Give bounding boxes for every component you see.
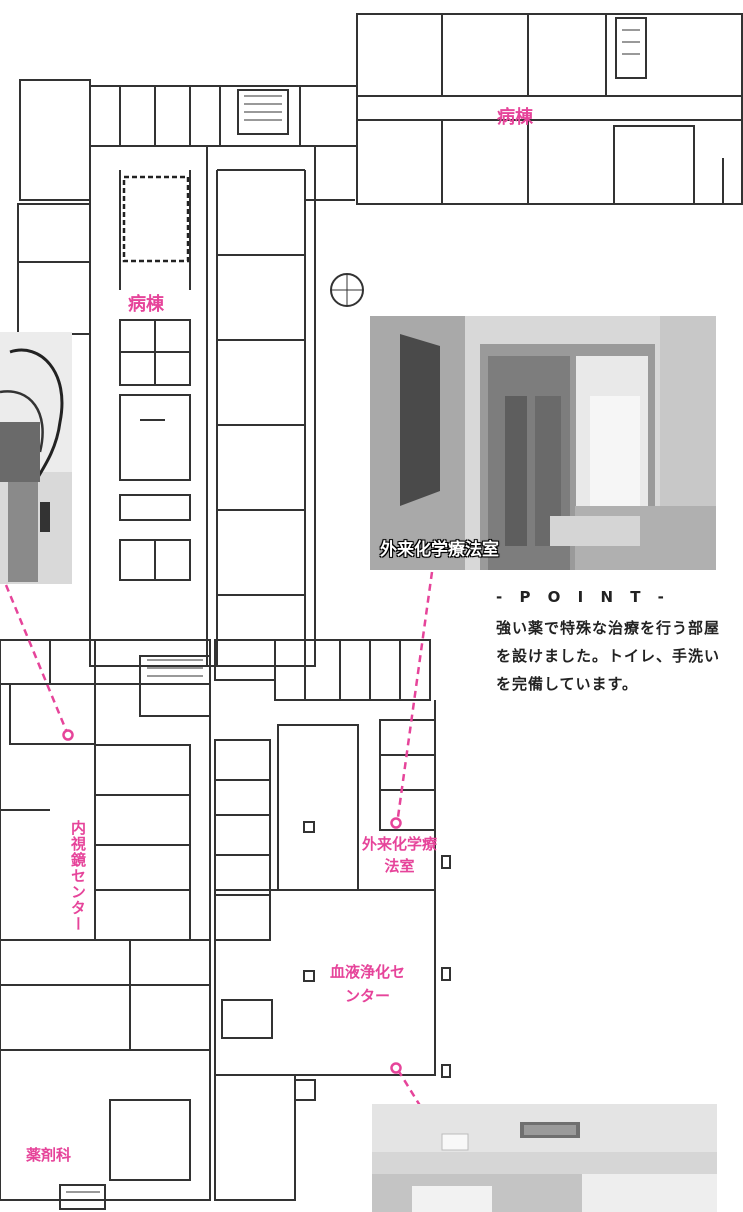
dialysis-photo [372, 1104, 717, 1212]
room-label-pharmacy: 薬剤科 [26, 1146, 72, 1164]
room-label-dialysis-center: 血液浄化センター [330, 960, 405, 1008]
room-label-outpatient-chemo: 外来化学療法室 [362, 833, 437, 877]
room-label-ward-east: 病棟 [497, 107, 533, 128]
endoscopy-photo-image [0, 332, 72, 584]
room-label-endoscopy-center: 内視鏡センター [69, 820, 87, 932]
chemo-room-photo-image [370, 316, 716, 570]
chemo-photo-caption: 外来化学療法室 [380, 540, 499, 560]
room-label-outpatient-chemo-text: 外来化学療法室 [362, 835, 438, 875]
point-title: - P O I N T - [496, 588, 670, 606]
room-label-dialysis-text: 血液浄化センター [330, 963, 406, 1005]
chemo-room-photo: 外来化学療法室 [370, 316, 716, 570]
endoscopy-photo [0, 332, 72, 584]
point-body: 強い薬で特殊な治療を行う部屋を設けました。トイレ、手洗いを完備しています。 [496, 619, 721, 693]
dialysis-photo-image [372, 1104, 717, 1212]
point-note: - P O I N T - 強い薬で特殊な治療を行う部屋を設けました。トイレ、手… [496, 588, 736, 698]
room-label-ward-central: 病棟 [128, 294, 164, 315]
